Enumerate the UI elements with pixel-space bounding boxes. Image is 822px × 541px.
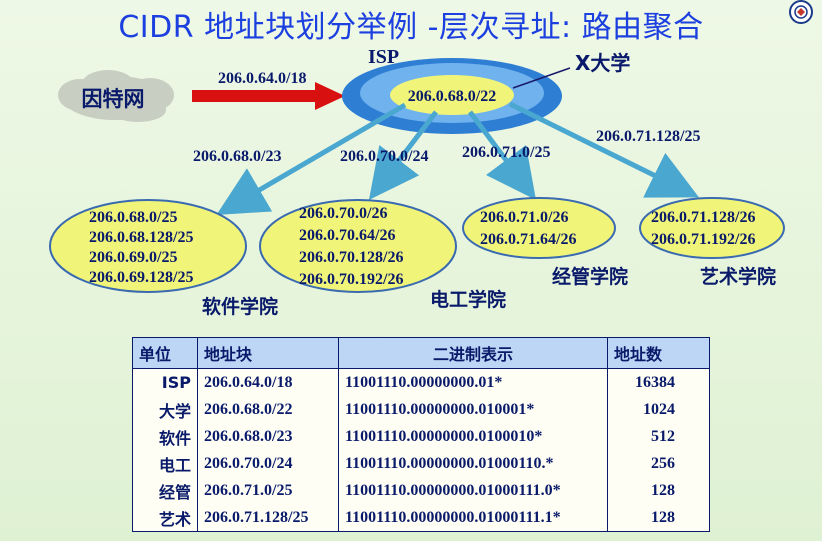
university-block-label: 206.0.68.0/22 bbox=[408, 88, 496, 105]
link-label-arts: 206.0.71.128/25 bbox=[596, 128, 700, 145]
arts-subnet: 206.0.71.128/26 bbox=[651, 209, 755, 226]
cell-count: 16384 bbox=[607, 368, 710, 396]
software-subnet: 206.0.69.0/25 bbox=[89, 249, 177, 266]
link-label-management: 206.0.71.0/25 bbox=[462, 144, 550, 161]
table-row: 大学 206.0.68.0/22 11001110.00000000.01000… bbox=[132, 396, 710, 423]
slide-title: CIDR 地址块划分举例 -层次寻址: 路由聚合 bbox=[118, 10, 704, 45]
cell-unit: 软件 bbox=[132, 423, 198, 450]
cell-count: 128 bbox=[607, 477, 710, 504]
cell-block: 206.0.71.128/25 bbox=[197, 504, 339, 532]
university-ellipse bbox=[390, 75, 514, 115]
electrical-ellipse bbox=[259, 199, 457, 293]
header-binary: 二进制表示 bbox=[338, 337, 608, 369]
header-unit: 单位 bbox=[132, 337, 198, 369]
electrical-subnet: 206.0.70.128/26 bbox=[299, 249, 403, 266]
electrical-subnet: 206.0.70.64/26 bbox=[299, 227, 395, 244]
cell-binary: 11001110.00000000.01000110.* bbox=[338, 450, 608, 477]
cell-binary: 11001110.00000000.0100010* bbox=[338, 423, 608, 450]
cell-unit: 大学 bbox=[132, 396, 198, 423]
cell-binary: 11001110.00000000.01000111.0* bbox=[338, 477, 608, 504]
management-subnet: 206.0.71.0/26 bbox=[480, 209, 568, 226]
internet-to-isp-arrow bbox=[192, 82, 345, 110]
cell-unit: 电工 bbox=[132, 450, 198, 477]
arts-subnet: 206.0.71.192/26 bbox=[651, 231, 755, 248]
table-row: ISP 206.0.64.0/18 11001110.00000000.01* … bbox=[132, 368, 710, 396]
table-row: 经管 206.0.71.0/25 11001110.00000000.01000… bbox=[132, 477, 710, 504]
isp-block-label: 206.0.64.0/18 bbox=[218, 70, 306, 87]
header-block: 地址块 bbox=[197, 337, 339, 369]
cell-binary: 11001110.00000000.01000111.1* bbox=[338, 504, 608, 532]
cell-count: 1024 bbox=[607, 396, 710, 423]
link-arrows bbox=[216, 101, 699, 216]
software-ellipse bbox=[49, 199, 247, 293]
electrical-subnet: 206.0.70.192/26 bbox=[299, 271, 403, 288]
cell-block: 206.0.71.0/25 bbox=[197, 477, 339, 504]
network-diagram: 因特网 206.0.64.0/18 ISP 206.0.68.0/22 X大学 … bbox=[49, 46, 785, 318]
management-dept-label: 经管学院 bbox=[552, 265, 628, 288]
arts-dept-label: 艺术学院 bbox=[700, 265, 776, 288]
isp-label: ISP bbox=[368, 46, 399, 68]
management-ellipse bbox=[462, 197, 616, 259]
cell-unit: 经管 bbox=[132, 477, 198, 504]
management-subnet: 206.0.71.64/26 bbox=[480, 231, 576, 248]
software-subnet: 206.0.68.0/25 bbox=[89, 209, 177, 226]
cell-count: 128 bbox=[607, 504, 710, 532]
cell-block: 206.0.68.0/23 bbox=[197, 423, 339, 450]
cell-unit: 艺术 bbox=[132, 504, 198, 532]
header-count: 地址数 bbox=[607, 337, 710, 369]
cell-count: 512 bbox=[607, 423, 710, 450]
university-logo-icon bbox=[789, 0, 813, 24]
electrical-dept-label: 电工学院 bbox=[430, 288, 506, 311]
cell-block: 206.0.64.0/18 bbox=[197, 368, 339, 396]
electrical-subnet: 206.0.70.0/26 bbox=[299, 205, 387, 222]
cell-unit: ISP bbox=[132, 368, 198, 396]
cell-count: 256 bbox=[607, 450, 710, 477]
internet-cloud bbox=[58, 70, 174, 122]
arts-ellipse bbox=[639, 197, 785, 259]
address-table: 单位 地址块 二进制表示 地址数 ISP 206.0.64.0/18 11001… bbox=[132, 337, 710, 532]
table-header-row: 单位 地址块 二进制表示 地址数 bbox=[132, 337, 710, 369]
software-subnet: 206.0.68.128/25 bbox=[89, 229, 193, 246]
link-label-electrical: 206.0.70.0/24 bbox=[340, 148, 428, 165]
cell-binary: 11001110.00000000.01* bbox=[338, 368, 608, 396]
cloud-label: 因特网 bbox=[82, 87, 145, 111]
table-row: 电工 206.0.70.0/24 11001110.00000000.01000… bbox=[132, 450, 710, 477]
university-label: X大学 bbox=[575, 51, 630, 75]
table-row: 艺术 206.0.71.128/25 11001110.00000000.010… bbox=[132, 504, 710, 532]
cell-binary: 11001110.00000000.010001* bbox=[338, 396, 608, 423]
link-label-software: 206.0.68.0/23 bbox=[193, 148, 281, 165]
cell-block: 206.0.70.0/24 bbox=[197, 450, 339, 477]
software-subnet: 206.0.69.128/25 bbox=[89, 269, 193, 286]
software-dept-label: 软件学院 bbox=[202, 295, 278, 318]
table-row: 软件 206.0.68.0/23 11001110.00000000.01000… bbox=[132, 423, 710, 450]
cell-block: 206.0.68.0/22 bbox=[197, 396, 339, 423]
